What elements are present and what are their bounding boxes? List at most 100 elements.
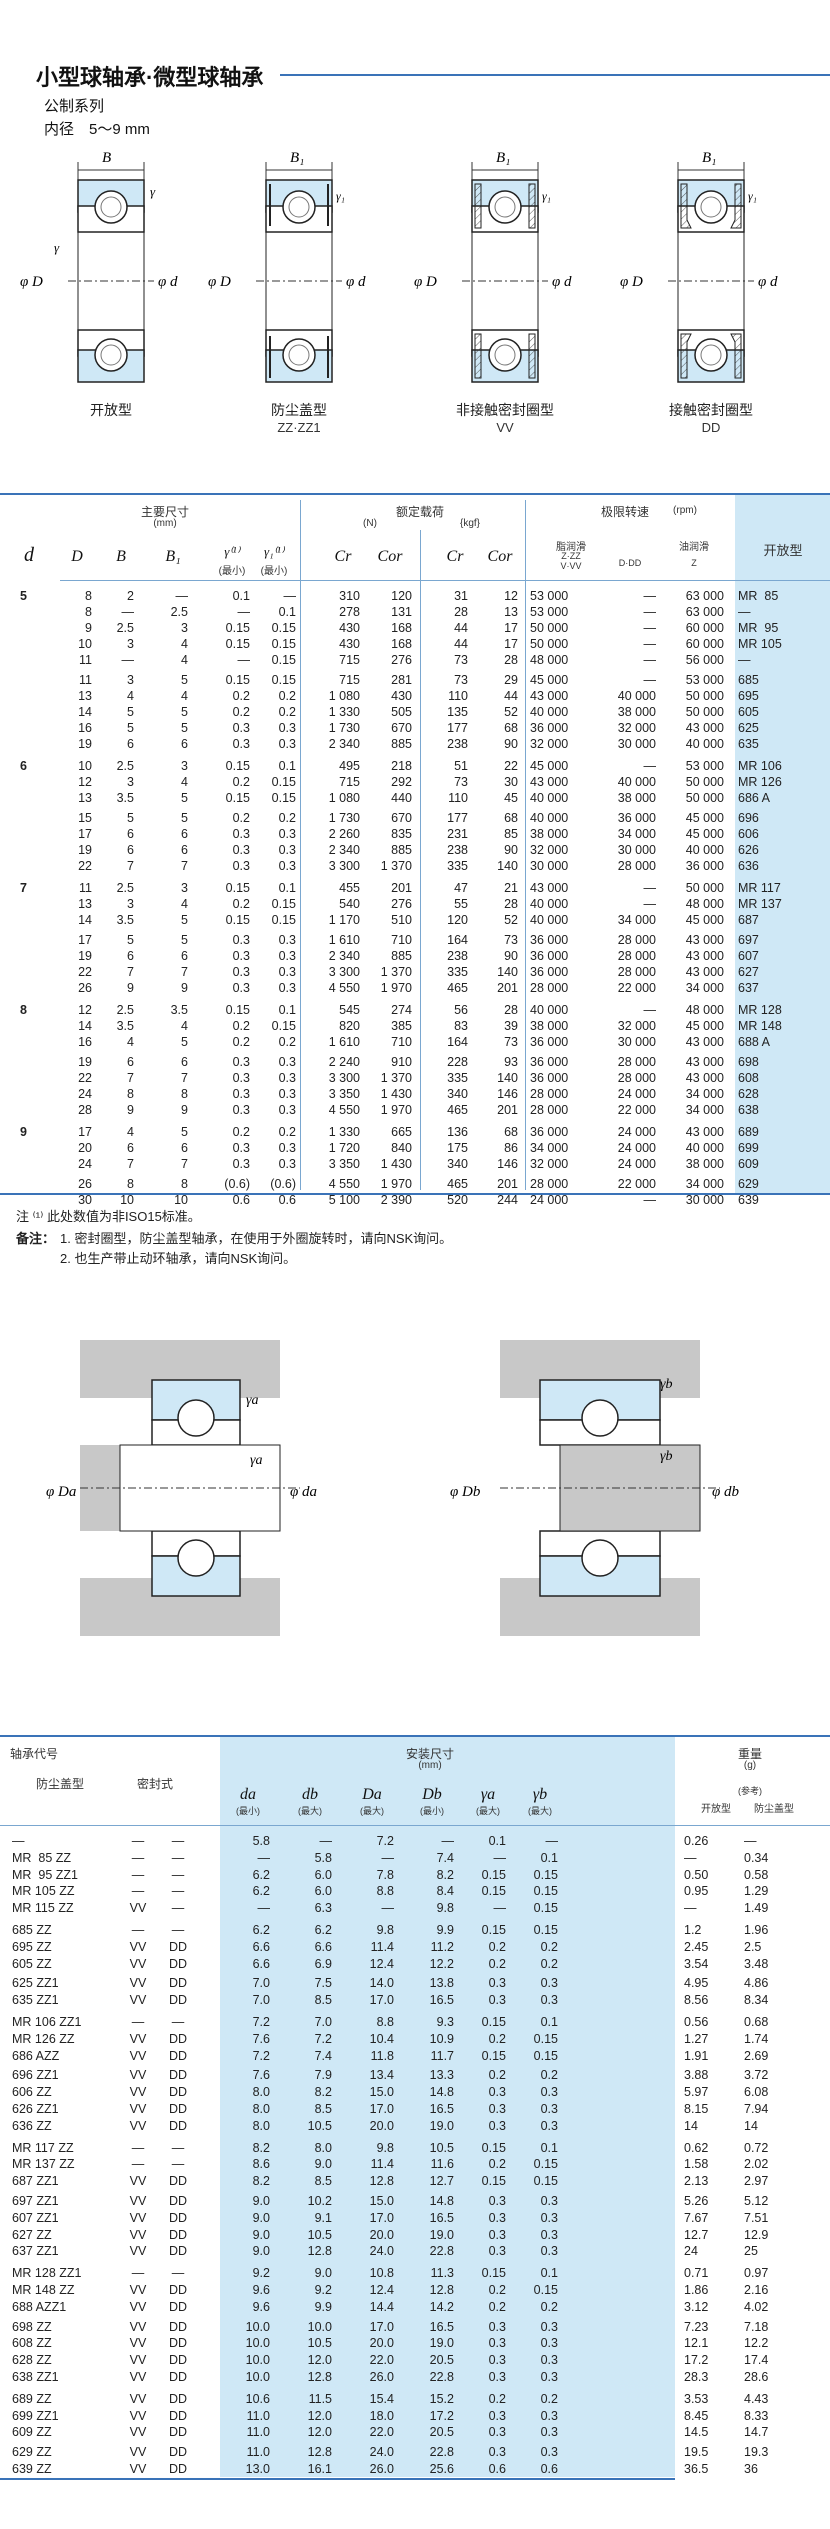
table-cell: — — [171, 1850, 185, 1865]
table-cell: — — [643, 759, 657, 773]
table-cell: 625 ZZ1 — [12, 1976, 59, 1991]
table-cell: 0.3 — [488, 1993, 506, 2008]
table-cell: 24.0 — [369, 2445, 394, 2460]
table-cell: VV — [129, 2370, 147, 2384]
table-cell: 19.0 — [429, 2118, 454, 2133]
table-cell: 22.0 — [369, 2425, 394, 2440]
table-cell: 0.15 — [271, 1019, 296, 1033]
table-cell: (0.6) — [270, 1177, 296, 1191]
label-da: φ da — [290, 1484, 317, 1500]
table-cell: 2.97 — [744, 2174, 769, 2189]
table-cell: DD — [168, 2102, 188, 2116]
table-cell: 9.6 — [252, 2299, 270, 2314]
table-cell: 6 — [181, 827, 188, 841]
table-cell: 9.0 — [314, 2266, 332, 2281]
label-gamma1-a: γ₁ — [336, 189, 345, 203]
diagram-code-shield: ZZ·ZZ1 — [277, 420, 321, 435]
table-cell: 48 000 — [685, 1003, 724, 1017]
table-cell: 40 000 — [530, 897, 569, 911]
table-cell: 2.5 — [170, 605, 188, 619]
table-cell: 0.15 — [481, 1867, 506, 1882]
table-cell: 32 000 — [617, 721, 656, 735]
table-cell: MR 105 — [738, 637, 782, 651]
table-cell: 1.49 — [744, 1901, 769, 1916]
table-cell: 22 000 — [617, 981, 656, 995]
t1-group-load: 额定载荷 — [395, 505, 444, 519]
table-cell: 11 — [79, 881, 92, 895]
table-cell: 0.3 — [278, 1103, 296, 1117]
table-cell: 17.0 — [369, 2102, 394, 2116]
table-cell: 0.15 — [533, 1867, 558, 1882]
table-cell: 6 — [181, 1055, 188, 1069]
table-cell: 715 — [339, 653, 360, 667]
table-cell: 0.15 — [481, 2266, 506, 2281]
diagram-caption-shield: 防尘盖型 — [271, 402, 327, 418]
table-cell: DD — [168, 2370, 188, 2384]
table-cell: 0.15 — [271, 621, 296, 635]
t1-col-dd: D·DD — [618, 558, 642, 568]
table-cell: 13 — [78, 689, 92, 703]
table-cell: — — [643, 589, 657, 603]
table-cell: 3 — [127, 673, 134, 687]
table-cell: 73 — [504, 933, 518, 947]
table-cell: 201 — [391, 881, 412, 895]
table-cell: DD — [168, 2462, 188, 2476]
table-cell: 0.3 — [540, 2227, 558, 2242]
table-cell: 1 610 — [328, 1035, 360, 1049]
table-cell: 5 — [181, 933, 188, 947]
t2-col-rb: γb — [532, 1786, 548, 1803]
table-cell: 53 000 — [530, 605, 569, 619]
table-cell: 1.58 — [684, 2157, 709, 2172]
table-cell: 0.15 — [225, 791, 250, 805]
table-cell: 32 000 — [530, 1157, 569, 1171]
table-cell: VV — [129, 2174, 147, 2189]
table-cell: 699 ZZ1 — [12, 2408, 59, 2423]
table-cell: 6.2 — [252, 1884, 270, 1899]
table-cell: 36 000 — [530, 1035, 569, 1049]
t2-col-w-open: 开放型 — [701, 1804, 731, 1815]
table-cell: — — [738, 653, 751, 667]
table-cell: 6 — [127, 1055, 134, 1069]
table-cell: 637 ZZ1 — [12, 2244, 59, 2259]
table-cell: 0.71 — [684, 2266, 709, 2281]
table-cell: 0.2 — [488, 2068, 506, 2083]
table-cell: DD — [168, 1939, 188, 1954]
table-cell: 38 000 — [685, 1157, 724, 1171]
table-cell: 835 — [391, 827, 412, 841]
table-cell: DD — [168, 2445, 188, 2460]
label-D-1: φ D — [20, 274, 43, 290]
table-cell: — — [381, 1850, 395, 1865]
table-cell: 9.9 — [314, 2299, 332, 2314]
table-cell: 28 — [504, 1003, 518, 1017]
table-cell: 3 300 — [328, 1071, 360, 1085]
table-cell: 7.94 — [744, 2102, 769, 2116]
table-cell: 7.67 — [684, 2210, 709, 2225]
table-cell: 0.1 — [540, 2140, 558, 2155]
table-cell: 6.0 — [314, 1867, 332, 1882]
table-cell: 710 — [391, 1035, 412, 1049]
table-cell: 34 000 — [685, 1087, 724, 1101]
table-cell: — — [237, 605, 251, 619]
t2-col-Db-sub: (最小) — [420, 1806, 444, 1816]
table-cell: VV — [129, 2210, 147, 2225]
table-cell: 8.2 — [436, 1867, 454, 1882]
table-cell: 28.3 — [684, 2370, 709, 2384]
table-cell: 17.4 — [744, 2353, 769, 2368]
table-cell: 43 000 — [530, 689, 569, 703]
t1-col-cr: Cr — [334, 548, 352, 565]
table-cell: MR 137 ZZ — [12, 2157, 75, 2172]
table-cell: — — [131, 2015, 145, 2029]
table-cell: 0.3 — [278, 737, 296, 751]
table-cell: 9.8 — [436, 1901, 454, 1916]
table-cell: 0.3 — [488, 1976, 506, 1991]
diagram-code-noncontact: VV — [496, 420, 514, 435]
table-cell: 135 — [447, 705, 468, 719]
